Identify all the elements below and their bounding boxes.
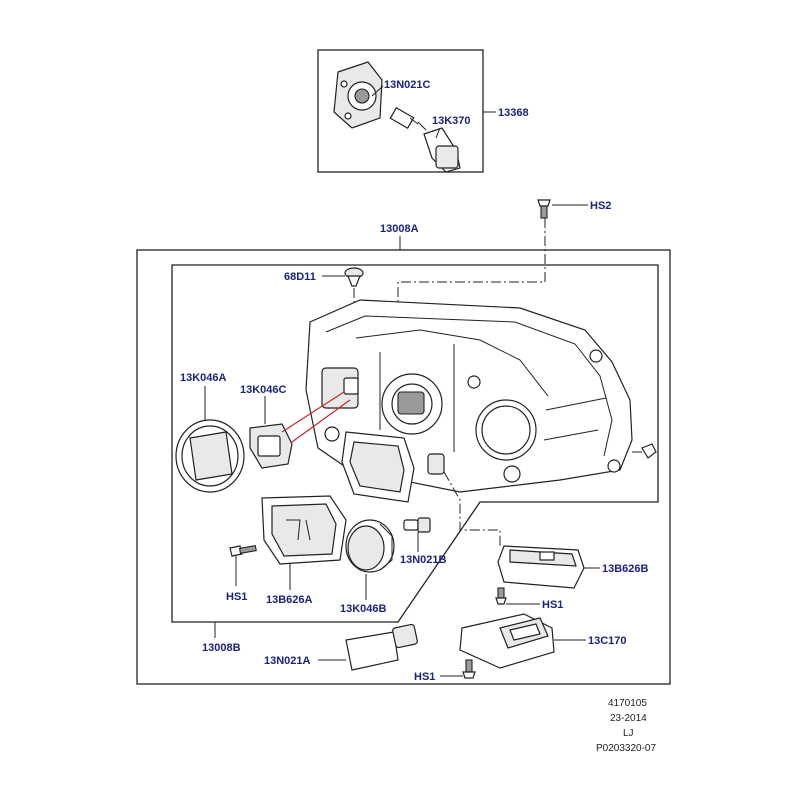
ballast-13b626a-part — [261, 495, 347, 590]
footer-line-1: 4170105 — [608, 698, 647, 709]
bulb-13n021a-part — [318, 623, 418, 671]
label-13c170: 13C170 — [588, 635, 627, 647]
bulb-inset-frame — [317, 49, 484, 173]
assembly-inner-frame — [171, 264, 659, 623]
footer-line-2: 23-2014 — [610, 713, 647, 724]
label-hs1-bottom: HS1 — [414, 671, 435, 683]
label-13008b: 13008B — [202, 642, 241, 654]
cover-13k046a-part — [175, 386, 245, 493]
label-hs2: HS2 — [590, 200, 611, 212]
label-13k046c: 13K046C — [240, 384, 287, 396]
label-13k046b: 13K046B — [340, 603, 387, 615]
label-68d11: 68D11 — [284, 271, 316, 283]
label-13b626a: 13B626A — [266, 594, 313, 606]
screw-hs1-top-part — [495, 587, 540, 605]
cap-13k046b-part — [345, 519, 395, 600]
label-13k370: 13K370 — [432, 115, 471, 127]
assembly-outer-frame — [136, 249, 671, 685]
label-13n021b: 13N021B — [400, 554, 447, 566]
bulb-holder-plate-part — [333, 61, 383, 129]
side-clip-part — [632, 443, 657, 459]
footer-line-3: LJ — [623, 728, 634, 739]
igniter-13c170-part — [459, 613, 586, 669]
bulb-inset-group — [317, 49, 496, 173]
screw-hs1-bottom-part — [440, 659, 476, 679]
label-hs1-left: HS1 — [226, 591, 247, 603]
small-bulb-part — [389, 106, 419, 130]
ballast-13b626b-part — [497, 545, 600, 589]
label-13008a: 13008A — [380, 223, 419, 235]
cap-68d11-part — [322, 267, 364, 330]
leader-13k370 — [435, 127, 441, 139]
label-13k046a: 13K046A — [180, 372, 227, 384]
leader-13n021c — [371, 85, 384, 97]
footer-line-4: P0203320-07 — [596, 743, 656, 754]
headlamp-housing-part — [305, 299, 633, 503]
screw-hs2-part — [537, 199, 588, 219]
label-13368: 13368 — [498, 107, 529, 119]
bulb-13k370-part — [417, 121, 461, 173]
bulb-13n021b-part — [403, 517, 431, 552]
label-13b626b: 13B626B — [602, 563, 649, 575]
label-13n021c: 13N021C — [384, 79, 431, 91]
bracket-13k046c-part — [249, 391, 351, 469]
label-13n021a: 13N021A — [264, 655, 311, 667]
bulb-axis-line — [443, 471, 501, 548]
label-hs1-top: HS1 — [542, 599, 563, 611]
screw-hs1-left-part — [229, 545, 257, 586]
